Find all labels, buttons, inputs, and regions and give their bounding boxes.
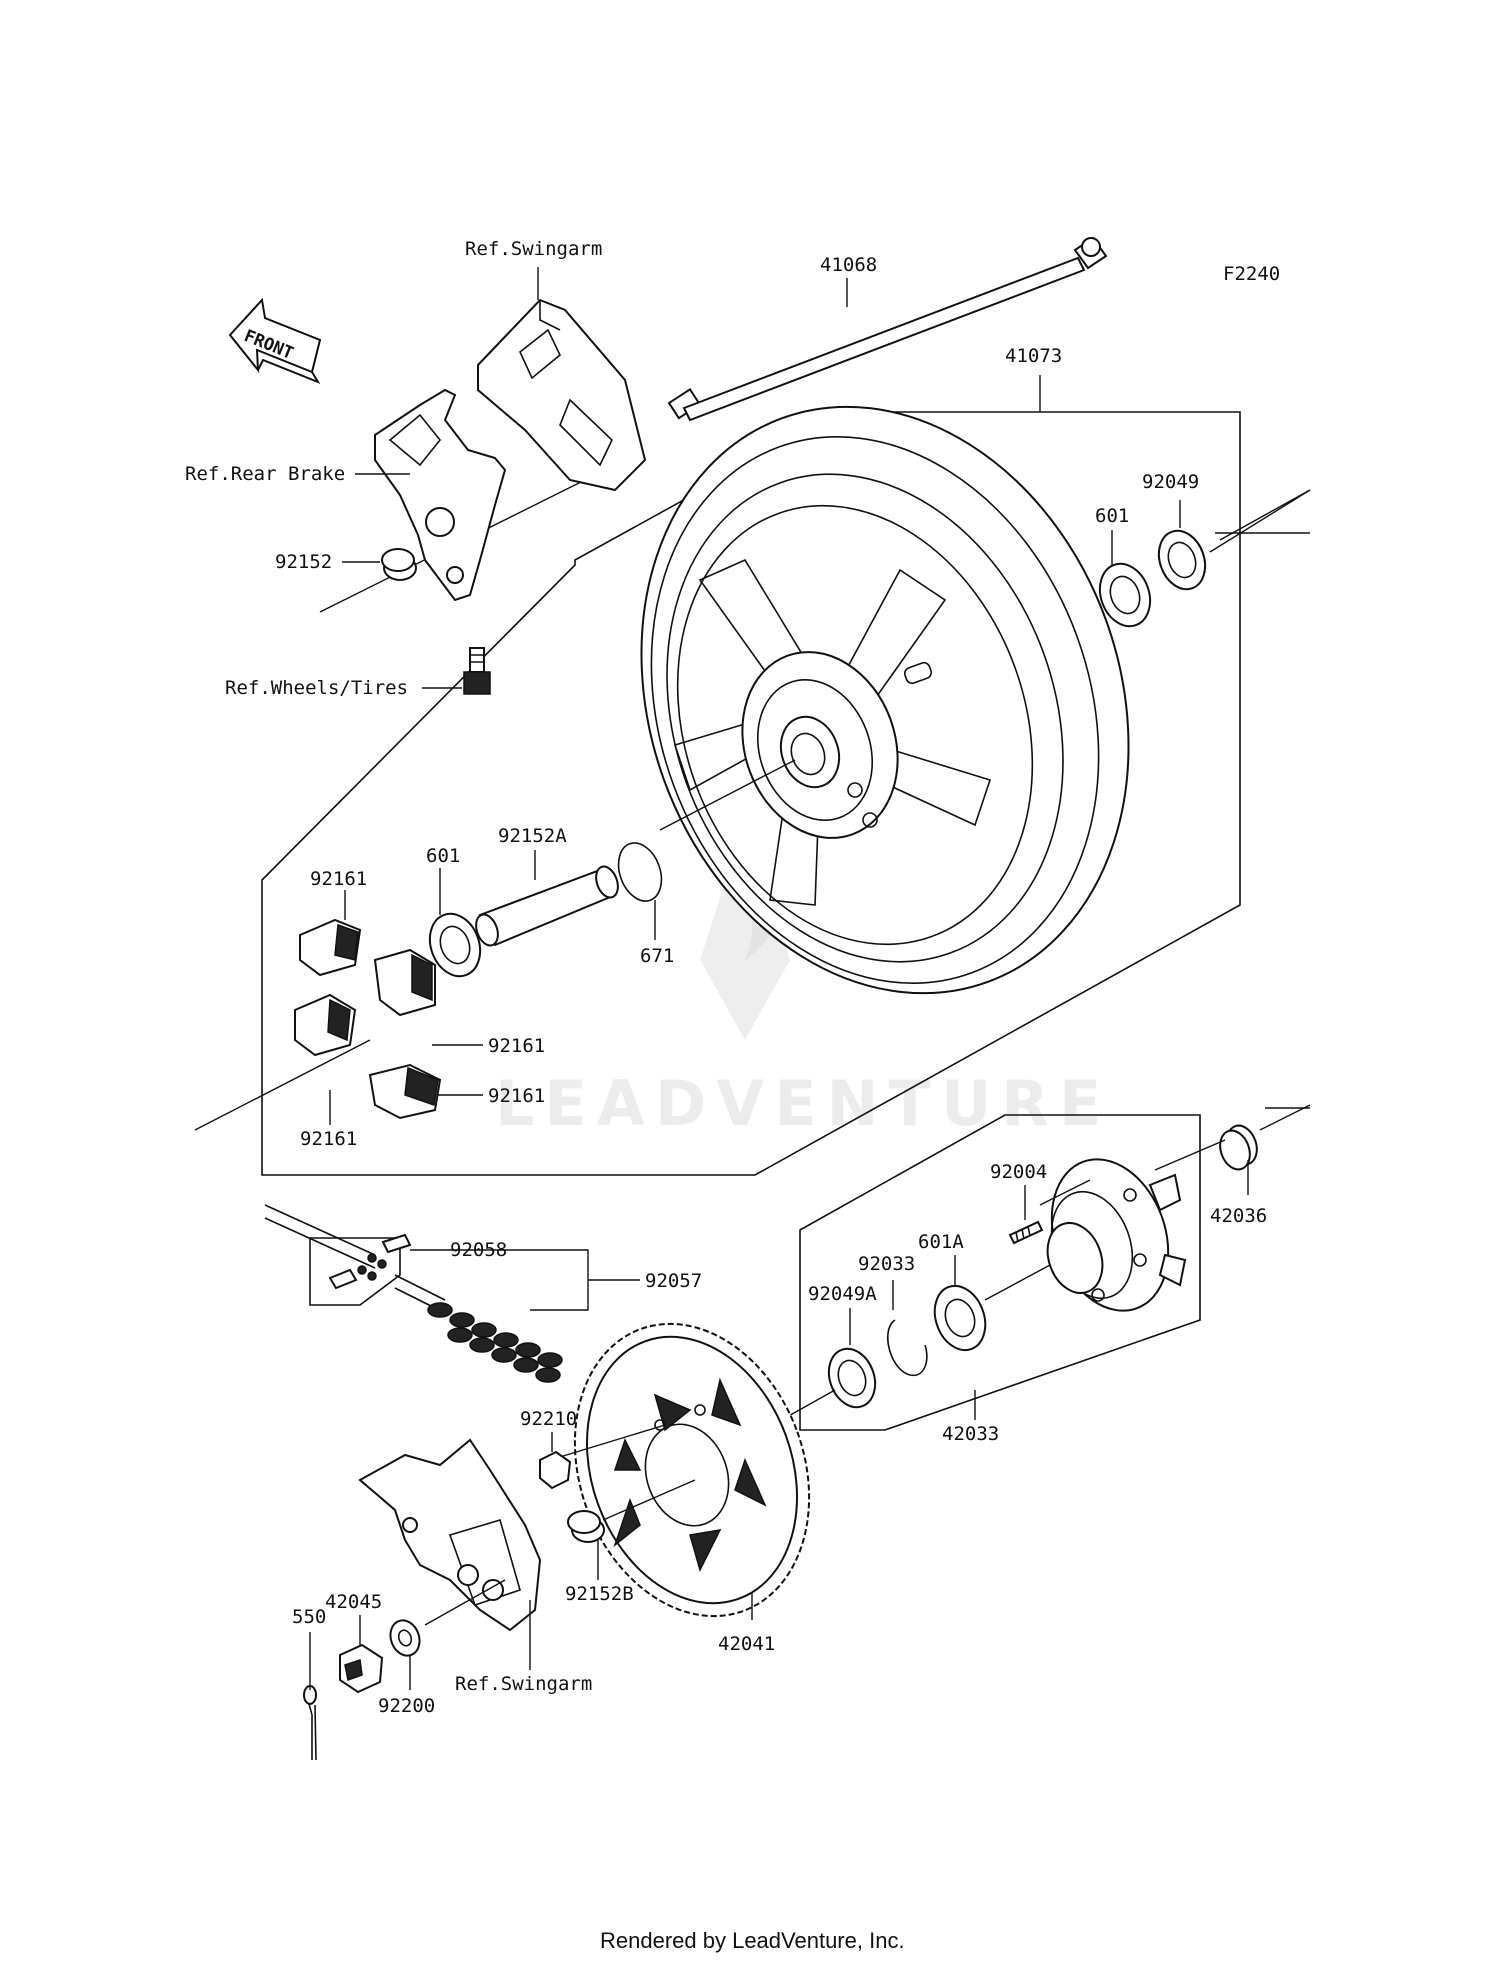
label-42033: 42033 [942, 1423, 999, 1445]
label-92152: 92152 [275, 551, 332, 573]
master-link [328, 1233, 412, 1290]
label-42041: 42041 [718, 1633, 775, 1655]
drive-chain-92057 [264, 1204, 563, 1383]
label-92049: 92049 [1142, 471, 1199, 493]
collar-42036 [1219, 1124, 1258, 1171]
label-92152B: 92152B [565, 1583, 634, 1605]
cotter-pin-550 [303, 1685, 317, 1761]
rear-sprocket-42041 [573, 1322, 811, 1618]
seal-92049A [827, 1347, 877, 1409]
circlip-92033 [886, 1319, 928, 1376]
wheel-assembly-frame [261, 411, 1241, 1176]
label-ref-wheels-tires: Ref.Wheels/Tires [225, 677, 408, 699]
collar-92152A [475, 865, 619, 947]
footer-credit: Rendered by LeadVenture, Inc. [600, 1928, 905, 1953]
label-92161-b: 92161 [488, 1035, 545, 1057]
label-ref-swingarm-top: Ref.Swingarm [465, 238, 602, 260]
label-601A: 601A [918, 1231, 964, 1253]
label-42045: 42045 [325, 1591, 382, 1613]
bearing-601A [933, 1284, 987, 1352]
label-92049A: 92049A [808, 1283, 877, 1305]
swingarm-adjuster-bottom [358, 1438, 542, 1632]
diagram-id: F2240 [1223, 263, 1280, 285]
valve-stem [463, 647, 491, 695]
stud-92004 [1008, 1220, 1044, 1245]
label-92058: 92058 [450, 1239, 507, 1261]
label-41073: 41073 [1005, 345, 1062, 367]
o-ring-671 [617, 842, 663, 902]
label-92057: 92057 [645, 1270, 702, 1292]
sprocket-hub [1046, 1158, 1187, 1312]
collar-92152 [381, 548, 417, 581]
label-601-left: 601 [426, 845, 460, 867]
label-92152A: 92152A [498, 825, 567, 847]
label-92161-c: 92161 [488, 1085, 545, 1107]
bearing-601-right [1098, 562, 1152, 628]
label-92200: 92200 [378, 1695, 435, 1717]
label-ref-rear-brake: Ref.Rear Brake [185, 463, 345, 485]
label-92004: 92004 [990, 1161, 1047, 1183]
collar-92152B [567, 1510, 605, 1543]
sprocket-hub-frame [799, 1114, 1201, 1431]
damper-rubbers-92161 [294, 918, 442, 1120]
label-ref-swingarm-bottom: Ref.Swingarm [455, 1673, 592, 1695]
axle-nut-42045 [339, 1643, 384, 1694]
label-671: 671 [640, 945, 674, 967]
bearing-601-left [428, 912, 482, 978]
rear-wheel-rim [640, 405, 1130, 995]
chain-links [427, 1302, 563, 1383]
label-92161-d: 92161 [300, 1128, 357, 1150]
rear-axle [667, 236, 1108, 422]
seal-92049 [1157, 529, 1207, 591]
label-92033: 92033 [858, 1253, 915, 1275]
label-550: 550 [292, 1606, 326, 1628]
watermark-text: LEADVENTURE [495, 1067, 1111, 1140]
label-41068: 41068 [820, 254, 877, 276]
label-92161-a: 92161 [310, 868, 367, 890]
label-601-right: 601 [1095, 505, 1129, 527]
washer-92200 [389, 1619, 421, 1657]
front-arrow-icon: FRONT [228, 297, 322, 385]
label-92210: 92210 [520, 1408, 577, 1430]
rear-brake-bracket [374, 388, 507, 602]
nut-92210 [539, 1450, 572, 1490]
swingarm-adjuster-top [477, 298, 647, 492]
label-42036: 42036 [1210, 1205, 1267, 1227]
